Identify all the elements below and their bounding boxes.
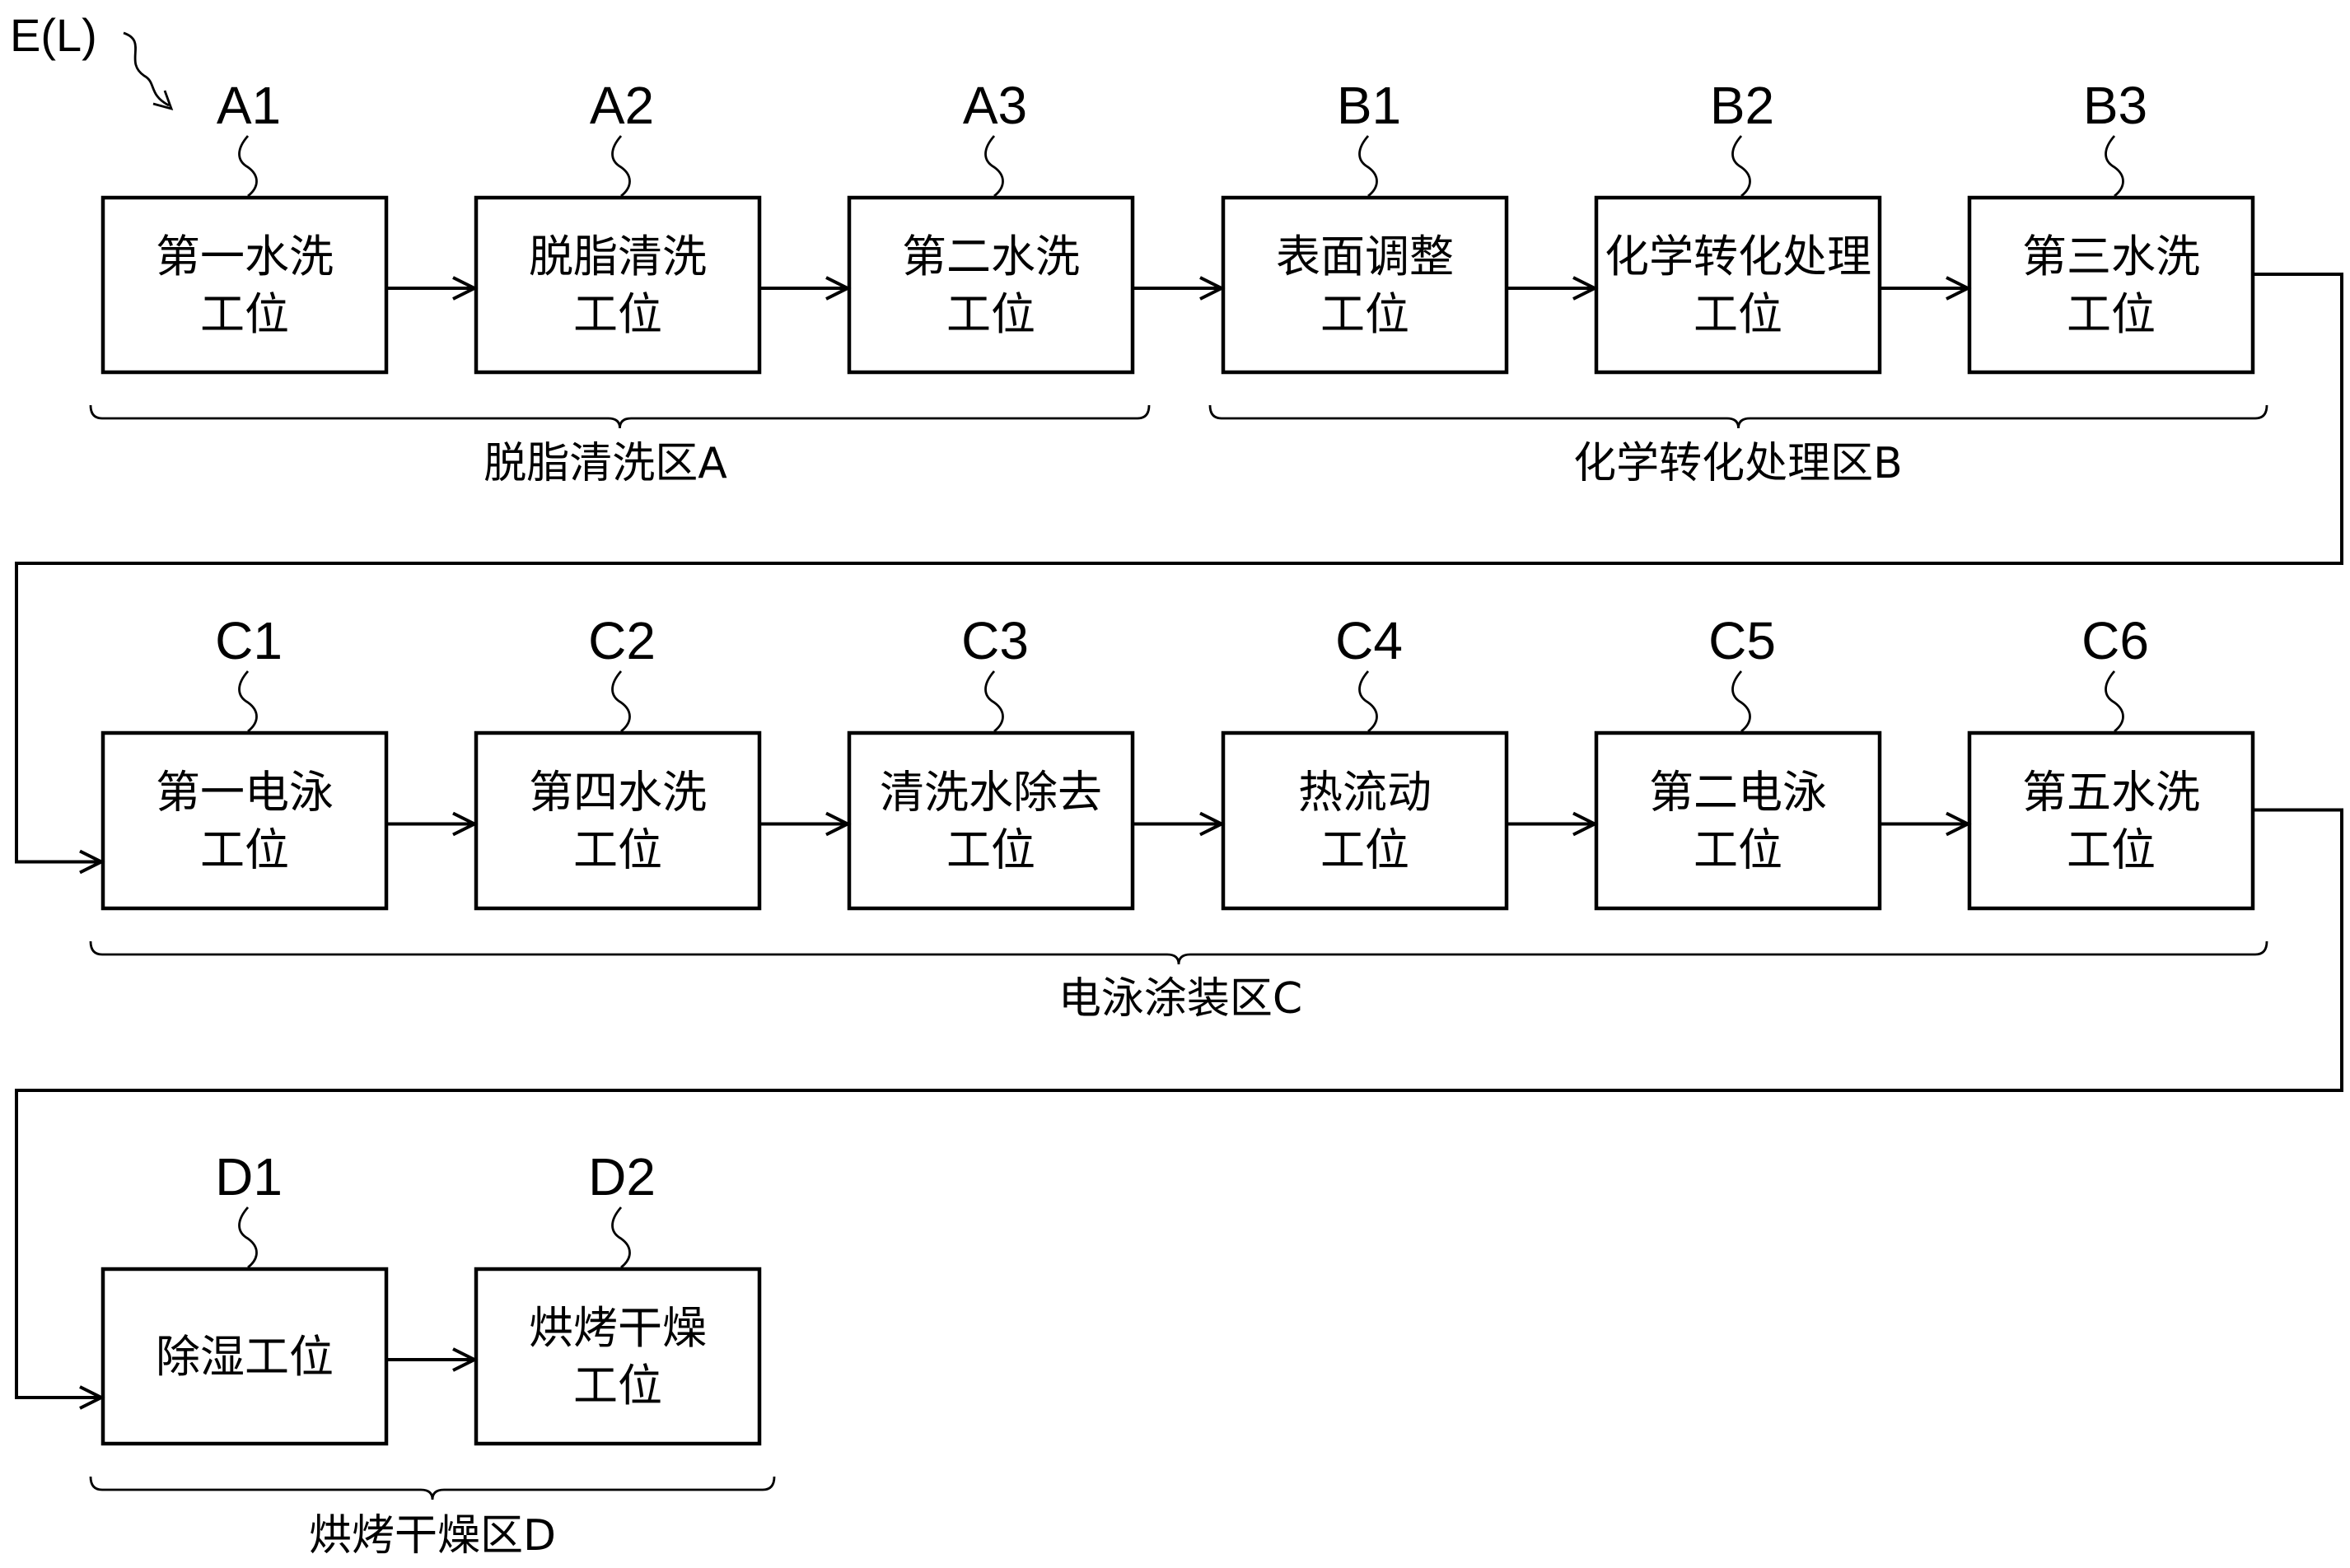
station-code: A1 xyxy=(217,76,281,135)
station-code: C2 xyxy=(588,611,656,670)
leader-line xyxy=(1360,671,1377,731)
station-box xyxy=(476,198,759,372)
station-code: C5 xyxy=(1708,611,1776,670)
station-box xyxy=(103,198,386,372)
station-code: A2 xyxy=(590,76,654,135)
station-b3: 第三水洗工位 B3 xyxy=(1969,76,2253,372)
station-c3: 清洗水除去工位 C3 xyxy=(849,611,1133,908)
zone-label: 脱脂清洗区A xyxy=(484,439,727,488)
station-label-line: 第三水洗 xyxy=(2022,231,2200,282)
zone-brace xyxy=(91,1477,774,1500)
station-label-line: 烘烤干燥 xyxy=(529,1302,707,1354)
station-a1: 第一水洗工位 A1 xyxy=(103,76,386,372)
station-a3: 第二水洗工位 A3 xyxy=(849,76,1133,372)
station-label-line: 表面调整 xyxy=(1276,231,1454,282)
leader-line xyxy=(240,671,257,731)
station-c6: 第五水洗工位 C6 xyxy=(1969,611,2253,908)
station-b1: 表面调整工位 B1 xyxy=(1223,76,1507,372)
leader-line xyxy=(240,1207,257,1267)
station-label-line: 工位 xyxy=(2067,288,2156,340)
station-label-line: 工位 xyxy=(946,288,1035,340)
zone-b: 化学转化处理区B xyxy=(1210,405,2267,488)
station-box xyxy=(476,733,759,908)
leader-line xyxy=(986,671,1003,731)
leader-line xyxy=(613,671,630,731)
reference-leader xyxy=(124,33,169,105)
reference-label-group: E(L) xyxy=(10,9,171,109)
station-d2: 烘烤干燥工位 D2 xyxy=(476,1147,759,1444)
station-box xyxy=(1223,733,1507,908)
station-a2: 脱脂清洗工位 A2 xyxy=(476,76,759,372)
station-code: B3 xyxy=(2083,76,2147,135)
station-code: A3 xyxy=(963,76,1027,135)
zone-label: 化学转化处理区B xyxy=(1573,439,1903,488)
station-c1: 第一电泳工位 C1 xyxy=(103,611,386,908)
station-c2: 第四水洗工位 C2 xyxy=(476,611,759,908)
station-box xyxy=(1223,198,1507,372)
station-box xyxy=(1596,198,1880,372)
zone-a: 脱脂清洗区A xyxy=(91,405,1149,488)
zone-c: 电泳涂装区C xyxy=(91,941,2267,1024)
station-label-line: 第二电泳 xyxy=(1649,767,1827,819)
station-box xyxy=(103,733,386,908)
station-label-line: 工位 xyxy=(1320,824,1409,876)
station-code: C4 xyxy=(1335,611,1403,670)
station-label-line: 化学转化处理 xyxy=(1605,231,1871,282)
leader-line xyxy=(1733,136,1750,196)
zone-brace xyxy=(91,941,2267,964)
station-label-line: 工位 xyxy=(200,824,289,876)
station-code: D1 xyxy=(215,1147,283,1206)
leader-line xyxy=(2106,671,2123,731)
station-label-line: 第一水洗 xyxy=(156,231,334,282)
station-code: B2 xyxy=(1710,76,1774,135)
leader-line xyxy=(613,136,630,196)
leader-line xyxy=(2106,136,2123,196)
station-label-line: 清洗水除去 xyxy=(880,767,1102,819)
station-code: D2 xyxy=(588,1147,656,1206)
leader-line xyxy=(613,1207,630,1267)
station-label-line: 热流动 xyxy=(1298,767,1432,819)
station-box xyxy=(1596,733,1880,908)
station-code: C6 xyxy=(2081,611,2149,670)
station-code: C3 xyxy=(961,611,1029,670)
zone-brace xyxy=(91,405,1149,428)
station-label-line: 工位 xyxy=(1694,824,1782,876)
station-d1: 除湿工位 D1 xyxy=(103,1147,386,1444)
station-label-line: 工位 xyxy=(200,288,289,340)
station-box xyxy=(1969,198,2253,372)
station-label-line: 工位 xyxy=(573,1360,662,1412)
station-box xyxy=(1969,733,2253,908)
station-label-line: 第四水洗 xyxy=(529,767,707,819)
station-label-line: 第五水洗 xyxy=(2022,767,2200,819)
station-label-line: 工位 xyxy=(946,824,1035,876)
station-box xyxy=(849,733,1133,908)
station-label-line: 工位 xyxy=(2067,824,2156,876)
station-code: C1 xyxy=(215,611,283,670)
station-label-line: 除湿工位 xyxy=(156,1331,334,1383)
reference-label: E(L) xyxy=(10,9,97,61)
station-label-line: 工位 xyxy=(1694,288,1782,340)
station-label-line: 第二水洗 xyxy=(902,231,1080,282)
station-code: B1 xyxy=(1337,76,1401,135)
station-label-line: 工位 xyxy=(573,288,662,340)
station-box xyxy=(476,1269,759,1444)
leader-line xyxy=(1360,136,1377,196)
station-b2: 化学转化处理工位 B2 xyxy=(1596,76,1880,372)
leader-line xyxy=(1733,671,1750,731)
station-label-line: 工位 xyxy=(573,824,662,876)
leader-line xyxy=(986,136,1003,196)
station-label-line: 第一电泳 xyxy=(156,767,334,819)
station-box xyxy=(849,198,1133,372)
leader-line xyxy=(240,136,257,196)
zone-label: 烘烤干燥区D xyxy=(309,1511,556,1561)
station-c5: 第二电泳工位 C5 xyxy=(1596,611,1880,908)
station-label-line: 工位 xyxy=(1320,288,1409,340)
station-label-line: 脱脂清洗 xyxy=(529,231,707,282)
zone-brace xyxy=(1210,405,2267,428)
zone-d: 烘烤干燥区D xyxy=(91,1477,774,1561)
zone-label: 电泳涂装区C xyxy=(1058,974,1302,1024)
station-c4: 热流动工位 C4 xyxy=(1223,611,1507,908)
